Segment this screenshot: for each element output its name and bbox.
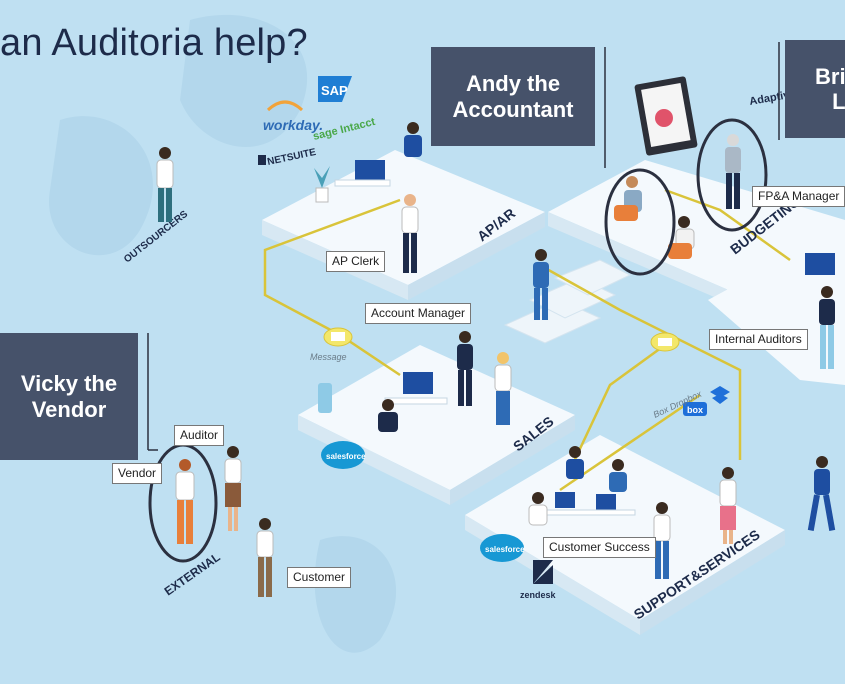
person-outsourcer: [157, 147, 173, 222]
svg-text:zendesk: zendesk: [520, 590, 557, 600]
connector-badges: Message: [310, 328, 679, 362]
role-fpa-manager: FP&A Manager: [752, 186, 845, 207]
role-customer-success: Customer Success: [543, 537, 656, 558]
person-customer: [257, 518, 273, 597]
svg-text:box: box: [687, 405, 703, 415]
person-vendor: [176, 459, 194, 544]
role-account-manager: Account Manager: [365, 303, 471, 324]
connector-message-label: Message: [310, 352, 347, 362]
person-walker-suit: [808, 456, 835, 531]
role-ap-clerk: AP Clerk: [326, 251, 385, 272]
dropbox-logo-icon: [710, 386, 730, 404]
persona-andy-line-1: Andy the: [453, 71, 574, 96]
page-title: an Auditoria help?: [0, 22, 308, 65]
svg-text:salesforce: salesforce: [485, 545, 525, 554]
potted-plant: [314, 166, 330, 202]
persona-bri-line-1: Bri: [815, 64, 845, 89]
role-vendor: Vendor: [112, 463, 162, 484]
persona-andy-line-2: Accountant: [453, 97, 574, 122]
sap-logo: SAP: [321, 83, 348, 98]
role-customer: Customer: [287, 567, 351, 588]
svg-text:salesforce: salesforce: [326, 452, 366, 461]
person-sales-2: [495, 352, 511, 425]
netsuite-icon: [258, 155, 266, 165]
persona-vicky-line-2: Vendor: [21, 397, 117, 422]
person-auditor: [225, 446, 241, 531]
role-internal-auditors: Internal Auditors: [709, 329, 808, 350]
persona-vicky-line-1: Vicky the: [21, 371, 117, 396]
stairs: [505, 260, 630, 343]
role-auditor: Auditor: [174, 425, 224, 446]
persona-bri-line-2: L: [815, 89, 845, 114]
person-ap-seated: [404, 122, 422, 157]
netsuite-logo: NETSUITE: [266, 147, 317, 168]
